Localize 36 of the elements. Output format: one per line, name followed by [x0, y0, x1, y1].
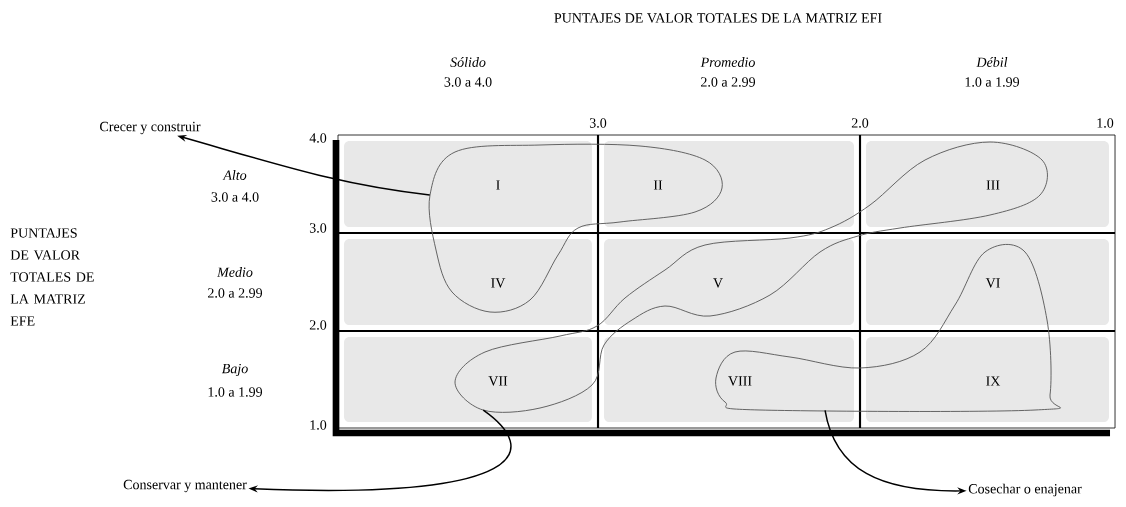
strategy-region-outline	[454, 141, 1048, 413]
range-label: 1.0 a 1.99	[965, 77, 1020, 87]
tick-label: 2.0	[309, 320, 327, 330]
strategy-region-outline	[715, 244, 1062, 412]
cell-numeral: VII	[488, 376, 508, 386]
column-heading: Promedio	[700, 57, 755, 67]
tick-label: 1.0	[1097, 118, 1114, 128]
tick-label: 4.0	[309, 133, 327, 143]
chart-title: PUNTAJES DE VALOR TOTALES DE LA MATRIZ EFI	[554, 13, 882, 23]
range-label: 1.0 a 1.99	[208, 387, 263, 397]
range-label: 2.0 a 2.99	[701, 77, 756, 87]
range-label: 3.0 a 4.0	[444, 77, 492, 87]
tick-label: 3.0	[309, 223, 327, 233]
column-heading: Débil	[976, 57, 1008, 67]
cell-numeral: IV	[491, 278, 506, 288]
cell-numeral: III	[986, 180, 1000, 190]
cell-numeral: IX	[986, 376, 1001, 386]
cell-numeral: V	[713, 278, 723, 288]
row-heading: Alto	[222, 170, 247, 180]
strategy-label: Crecer y construir	[100, 121, 201, 135]
row-heading: Bajo	[221, 363, 248, 377]
strategy-region-outline	[428, 143, 723, 313]
tick-label: 2.0	[851, 118, 869, 128]
cell-numeral: II	[653, 180, 663, 190]
cell-numeral: VI	[985, 278, 1000, 288]
strategy-label: Conservar y mantener	[123, 479, 247, 493]
column-heading: Sólido	[450, 57, 486, 67]
row-heading: Medio	[216, 267, 253, 277]
range-label: 3.0 a 4.0	[211, 192, 259, 202]
strategy-label: Cosechar o enajenar	[968, 483, 1082, 497]
cell-numeral: VIII	[728, 376, 752, 386]
axis-title: PUNTAJES DE VALOR TOTALES DE LA MATRIZ EFE	[10, 228, 94, 326]
tick-label: 3.0	[589, 118, 607, 128]
cell-numeral: I	[496, 180, 500, 190]
tick-label: 1.0	[310, 420, 327, 430]
range-label: 2.0 a 2.99	[208, 288, 263, 298]
